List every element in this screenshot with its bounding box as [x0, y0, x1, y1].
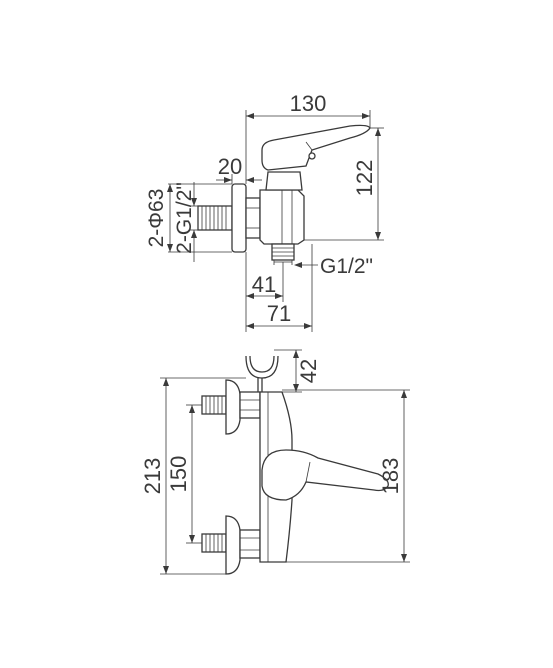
front-lower-inlet-thread [201, 533, 227, 553]
front-shower-holder [249, 355, 275, 373]
side-neck [265, 171, 303, 191]
dim-42-label: 42 [296, 359, 321, 383]
side-view: 130 122 20 2-Φ63 [145, 91, 384, 332]
side-wall-flange [231, 183, 247, 253]
dim-130-label: 130 [290, 91, 327, 116]
dim-122-label: 122 [352, 160, 377, 197]
dim-inlet-thread: 2-G1/2" [173, 182, 198, 262]
dim-122: 122 [304, 127, 384, 241]
dim-20-label: 20 [218, 154, 242, 179]
dim-183: 183 [282, 389, 410, 563]
dim-phi63: 2-Φ63 [145, 183, 232, 253]
side-handle-lever [261, 124, 371, 171]
front-lower-nut [239, 529, 261, 559]
dim-outlet-thread-label: G1/2" [320, 255, 373, 278]
dim-213: 213 [140, 377, 246, 575]
dim-phi63-label: 2-Φ63 [145, 189, 168, 248]
front-view: 42 213 150 183 [140, 349, 410, 575]
dim-150: 150 [166, 404, 202, 544]
front-handle-lever [261, 449, 389, 501]
dim-150-label: 150 [166, 456, 191, 493]
dim-130: 130 [245, 91, 371, 184]
dim-213-label: 213 [140, 458, 165, 495]
dim-42: 42 [274, 349, 321, 393]
dim-inlet-thread-label: 2-G1/2" [173, 182, 196, 254]
front-upper-inlet-thread [201, 395, 227, 415]
dim-outlet-thread: G1/2" [294, 255, 373, 278]
dim-71-label: 71 [267, 301, 291, 326]
side-hex-nut [245, 197, 261, 239]
front-lower-flange [225, 515, 241, 575]
front-upper-nut [239, 391, 261, 419]
dim-41-label: 41 [252, 272, 276, 297]
front-upper-flange [225, 379, 241, 435]
side-inlet-thread [197, 205, 233, 231]
dim-41: 41 [245, 252, 284, 332]
dim-71: 71 [246, 244, 313, 332]
dim-20: 20 [216, 154, 262, 184]
dim-183-label: 183 [378, 458, 403, 495]
